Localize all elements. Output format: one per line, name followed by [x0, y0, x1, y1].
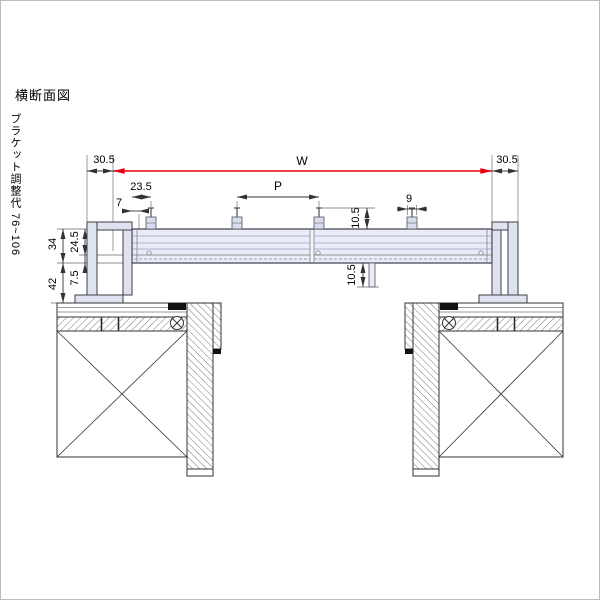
anchor-bolt — [145, 207, 157, 230]
jamb-screw-head — [442, 316, 456, 330]
wood-blocking — [56, 330, 188, 458]
frame-center-joint — [309, 229, 315, 263]
anchor-bolt — [406, 207, 418, 230]
anchor-bolts — [145, 207, 418, 230]
dim-7: 7 — [116, 197, 149, 214]
dim-24-5: 24.5 — [69, 229, 88, 255]
dim-7-5: 7.5 — [69, 245, 88, 286]
frame-bottom-tab — [368, 262, 376, 288]
dim-30-5-left: 30.5 — [87, 154, 115, 174]
jamb-step — [404, 302, 414, 350]
jamb-screw-head — [170, 316, 184, 330]
bracket-adjustment-label: ブラケット調整代 76~106 — [9, 113, 21, 257]
dim-9: 9 — [397, 193, 427, 212]
left-wall-section — [56, 302, 222, 477]
right-wall-section — [404, 302, 564, 477]
dim-42: 42 — [47, 263, 66, 303]
dim-10-5-lower-label: 10.5 — [346, 264, 358, 285]
anchor-bolt — [231, 207, 243, 230]
jamb-step — [212, 302, 222, 350]
seal-strip — [213, 349, 221, 354]
window-jamb — [412, 302, 440, 470]
dim-42-label: 42 — [47, 278, 59, 290]
dim-10-5-upper: 10.5 — [350, 207, 370, 229]
dim-7-label: 7 — [116, 197, 122, 209]
dim-w-label: W — [296, 154, 308, 168]
dim-p: P — [237, 179, 319, 200]
window-jamb — [186, 302, 214, 470]
dim-30-5-right: 30.5 — [492, 154, 518, 174]
washer-plate — [168, 303, 186, 310]
dim-p-label: P — [274, 179, 282, 193]
wood-blocking — [438, 330, 564, 458]
dim-9-label: 9 — [406, 193, 412, 205]
seal-strip — [405, 349, 413, 354]
jamb-foot — [186, 468, 214, 477]
frame-detail-hole — [478, 250, 484, 256]
dim-34-label: 34 — [47, 238, 59, 250]
dim-23-5-label: 23.5 — [130, 181, 151, 193]
page-title: 横断面図 — [15, 88, 72, 103]
frame-detail-hole — [315, 250, 321, 256]
dim-30-5-right-label: 30.5 — [496, 154, 517, 166]
dim-10-5-upper-label: 10.5 — [350, 207, 362, 228]
jamb-foot — [412, 468, 440, 477]
dim-23-5: 23.5 — [130, 181, 152, 200]
dim-w: W — [112, 154, 493, 174]
anchor-bolt — [313, 207, 325, 230]
dim-10-5-lower: 10.5 — [346, 263, 366, 287]
frame-assembly — [131, 207, 493, 288]
frame-detail-hole — [146, 250, 152, 256]
dim-30-5-left-label: 30.5 — [93, 154, 114, 166]
dim-24-5-label: 24.5 — [69, 231, 81, 252]
dim-34: 34 — [47, 229, 66, 263]
dim-7-5-label: 7.5 — [69, 270, 81, 285]
washer-plate — [440, 303, 458, 310]
